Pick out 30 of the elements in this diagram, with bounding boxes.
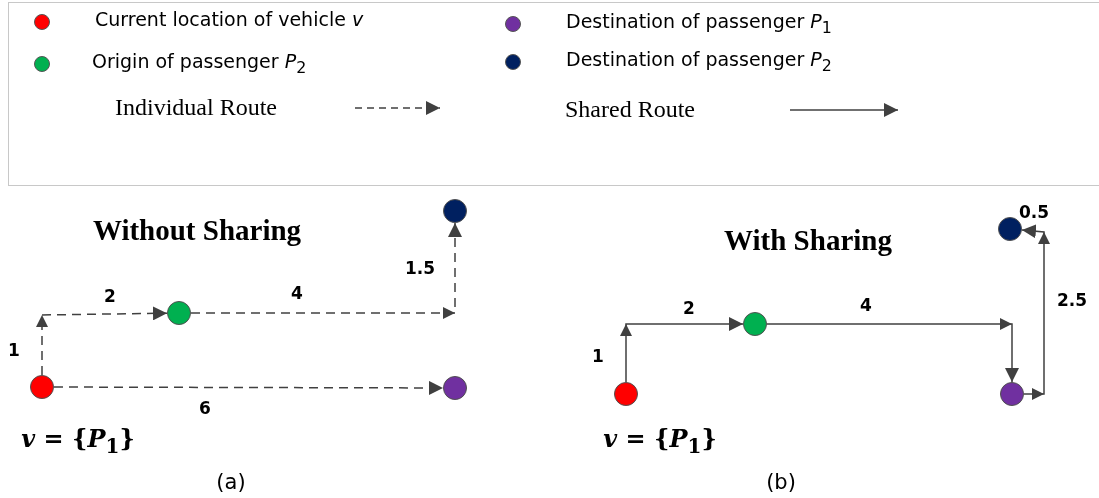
legend-text: Destination of passenger P$_{2}$ [566,48,832,75]
destination-dot [998,217,1022,241]
legend-text: Origin of passenger P$_{2}$ [92,50,307,77]
vehicle-location-dot [614,382,638,406]
legend-text: Individual Route [115,94,277,121]
panel-caption: (b) [766,470,796,494]
legend-text: Current location of vehicle v [95,8,364,30]
distance-label: 1.5 [404,258,436,278]
distance-label: 1 [8,340,20,360]
distance-label: 4 [291,283,303,303]
destination-dot [443,376,467,400]
panel-caption: (a) [216,470,246,494]
distance-label: 2 [683,298,695,318]
origin-dot [167,301,191,325]
formula-text: v = {P$_{1}$} [603,424,717,458]
legend-text: Destination of passenger P$_{1}$ [566,10,832,37]
destination-dot [1000,382,1024,406]
panel-heading: With Sharing [724,223,892,257]
distance-label: 0.5 [1018,202,1050,222]
formula-text: v = {P$_{1}$} [21,424,135,458]
vehicle-location-dot [30,375,54,399]
legend-text: Shared Route [565,96,695,123]
panel-heading: Without Sharing [92,213,302,247]
distance-label: 2 [104,286,116,306]
distance-label: 1 [592,346,604,366]
origin-dot [743,312,767,336]
destination-dot [443,199,467,223]
distance-label: 6 [199,398,211,418]
distance-label: 2.5 [1056,290,1088,310]
distance-label: 4 [860,295,872,315]
